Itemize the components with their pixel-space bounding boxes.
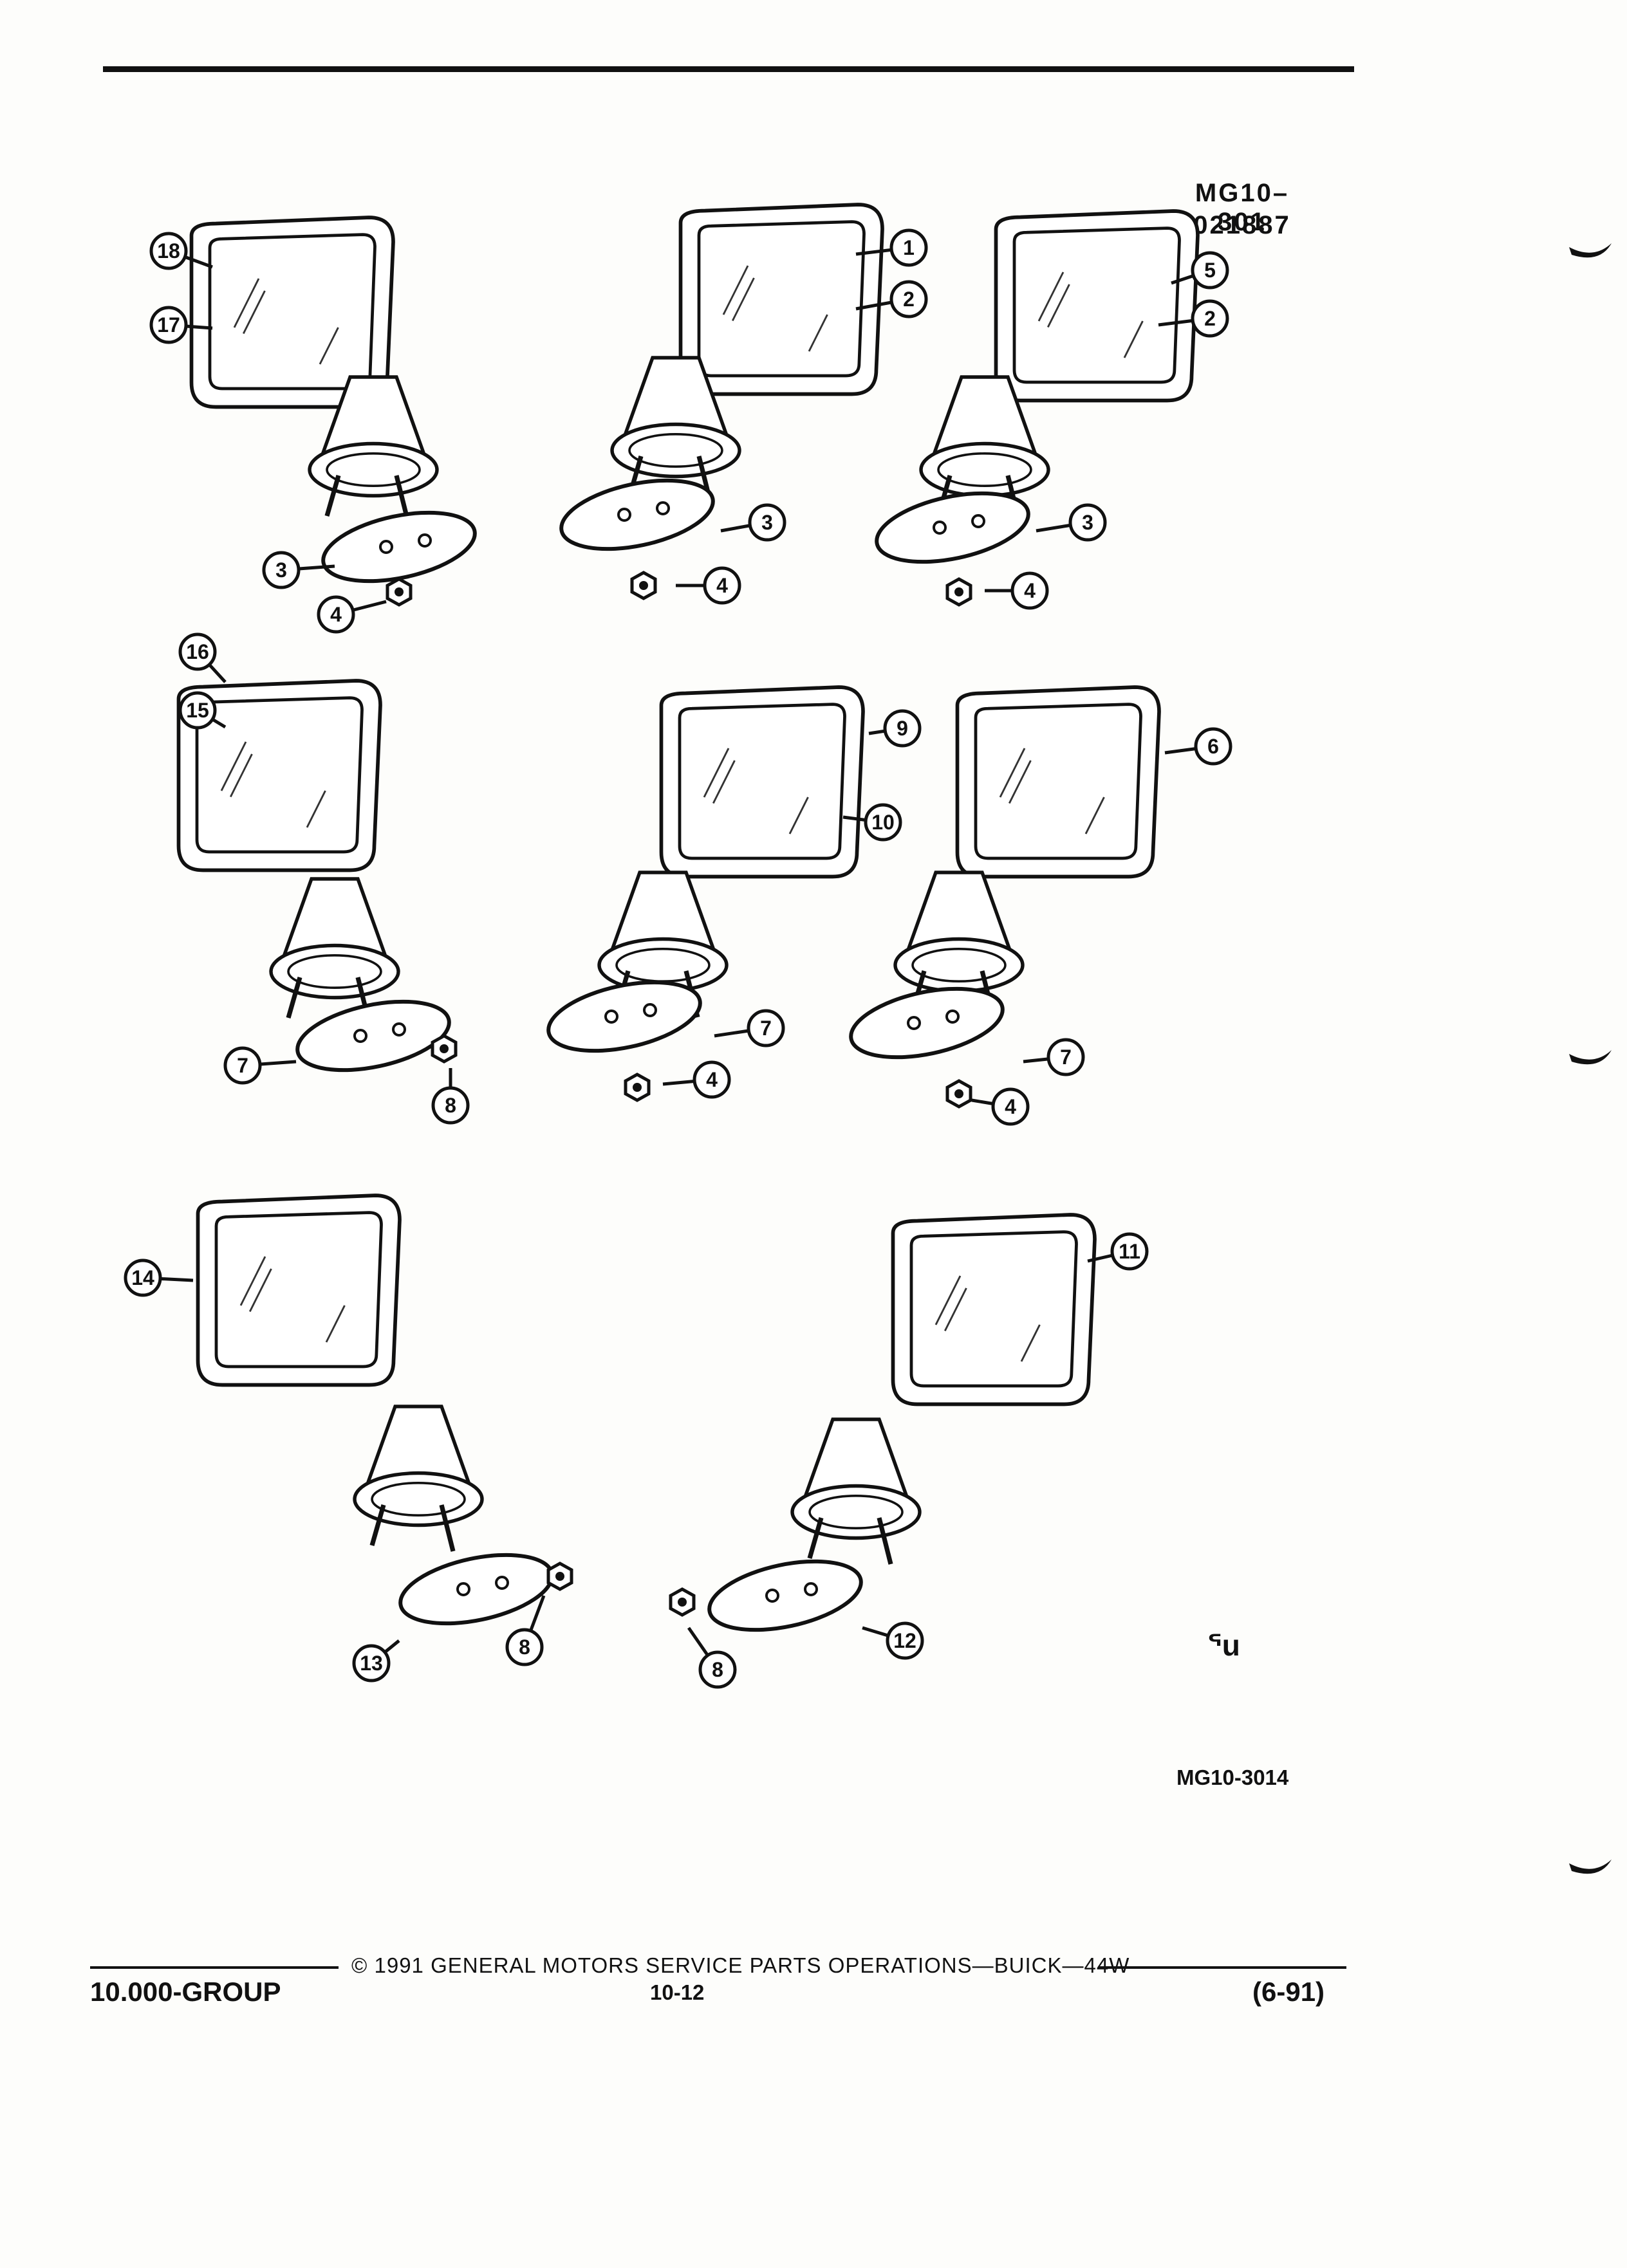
svg-text:1: 1 bbox=[903, 236, 915, 259]
callout-7: 7 bbox=[1023, 1038, 1085, 1076]
mirror-assembly-top-left bbox=[192, 217, 481, 605]
mirror-assembly-top-center bbox=[555, 205, 882, 598]
svg-text:2: 2 bbox=[1204, 307, 1216, 330]
figure-reference: MG10-3014 bbox=[1176, 1766, 1289, 1789]
mirror-assembly-mid-left bbox=[179, 681, 456, 1082]
callout-11: 11 bbox=[1087, 1232, 1149, 1271]
svg-text:4: 4 bbox=[1005, 1095, 1016, 1118]
svg-text:4: 4 bbox=[330, 603, 342, 626]
svg-text:4: 4 bbox=[706, 1068, 718, 1091]
callout-3: 3 bbox=[1036, 503, 1107, 542]
callout-6: 6 bbox=[1164, 727, 1232, 766]
mirror-assembly-bottom-left bbox=[198, 1195, 572, 1636]
callout-2: 2 bbox=[1158, 299, 1229, 338]
binding-mark bbox=[1569, 1050, 1612, 1065]
svg-text:8: 8 bbox=[712, 1658, 723, 1681]
svg-text:15: 15 bbox=[186, 699, 209, 722]
callout-5: 5 bbox=[1171, 251, 1229, 290]
callout-7: 7 bbox=[223, 1046, 297, 1085]
svg-text:13: 13 bbox=[360, 1652, 383, 1675]
figure-code: MG10–301 bbox=[1195, 179, 1290, 236]
svg-text:14: 14 bbox=[131, 1266, 154, 1289]
callout-12: 12 bbox=[862, 1621, 924, 1660]
callout-8: 8 bbox=[687, 1627, 737, 1689]
callout-16: 16 bbox=[178, 632, 227, 683]
callout-17: 17 bbox=[149, 306, 213, 344]
svg-text:3: 3 bbox=[761, 511, 773, 534]
footer-rule bbox=[90, 1966, 339, 1969]
footer-group: 10.000-GROUP bbox=[90, 1977, 281, 2007]
svg-text:8: 8 bbox=[519, 1636, 530, 1659]
callout-2: 2 bbox=[855, 280, 928, 318]
svg-text:6: 6 bbox=[1207, 735, 1219, 758]
svg-text:4: 4 bbox=[716, 574, 728, 597]
mirror-assembly-top-right bbox=[871, 211, 1198, 605]
callout-10: 10 bbox=[842, 803, 902, 842]
svg-text:8: 8 bbox=[445, 1094, 456, 1117]
callout-9: 9 bbox=[868, 709, 922, 748]
svg-text:16: 16 bbox=[186, 640, 209, 663]
svg-text:17: 17 bbox=[157, 313, 180, 337]
binding-mark bbox=[1569, 1859, 1612, 1874]
svg-text:5: 5 bbox=[1204, 259, 1216, 282]
callout-3: 3 bbox=[262, 551, 335, 589]
callout-3: 3 bbox=[720, 503, 786, 542]
callout-13: 13 bbox=[352, 1639, 400, 1683]
callout-8: 8 bbox=[505, 1595, 546, 1666]
callout-4: 4 bbox=[317, 595, 387, 634]
callout-4: 4 bbox=[971, 1087, 1030, 1126]
svg-text:2: 2 bbox=[903, 288, 915, 311]
callout-14: 14 bbox=[124, 1258, 194, 1297]
svg-text:3: 3 bbox=[275, 558, 287, 582]
svg-text:7: 7 bbox=[1060, 1046, 1072, 1069]
svg-text:12: 12 bbox=[893, 1629, 916, 1652]
callout-4: 4 bbox=[985, 571, 1049, 610]
mirror-assembly-bottom-right bbox=[671, 1215, 1095, 1642]
footer-rule bbox=[1098, 1966, 1346, 1969]
callout-18: 18 bbox=[149, 232, 213, 270]
callout-1: 1 bbox=[855, 228, 928, 267]
callout-4: 4 bbox=[676, 566, 741, 605]
cu-symbol: ᕐu bbox=[1207, 1628, 1240, 1662]
binding-mark bbox=[1569, 243, 1612, 258]
figure-date-code: 021887 bbox=[1193, 211, 1291, 239]
top-rule bbox=[103, 66, 1354, 72]
callout-4: 4 bbox=[662, 1060, 731, 1099]
svg-text:11: 11 bbox=[1119, 1240, 1140, 1263]
svg-text:3: 3 bbox=[1082, 511, 1093, 534]
svg-text:10: 10 bbox=[871, 811, 895, 834]
mirror-assembly-mid-center bbox=[543, 687, 863, 1100]
svg-text:4: 4 bbox=[1024, 579, 1036, 602]
svg-text:7: 7 bbox=[760, 1017, 772, 1040]
page-number: 10-12 bbox=[650, 1980, 705, 2004]
mirror-assembly-mid-right bbox=[845, 687, 1159, 1107]
callout-7: 7 bbox=[714, 1009, 785, 1047]
footer-date: (6-91) bbox=[1252, 1977, 1325, 2007]
svg-text:7: 7 bbox=[237, 1054, 248, 1077]
callout-8: 8 bbox=[431, 1068, 470, 1125]
svg-text:18: 18 bbox=[157, 239, 180, 263]
footer-copyright: © 1991 GENERAL MOTORS SERVICE PARTS OPER… bbox=[351, 1953, 1130, 1977]
callout-15: 15 bbox=[178, 691, 227, 730]
svg-text:9: 9 bbox=[897, 717, 908, 740]
